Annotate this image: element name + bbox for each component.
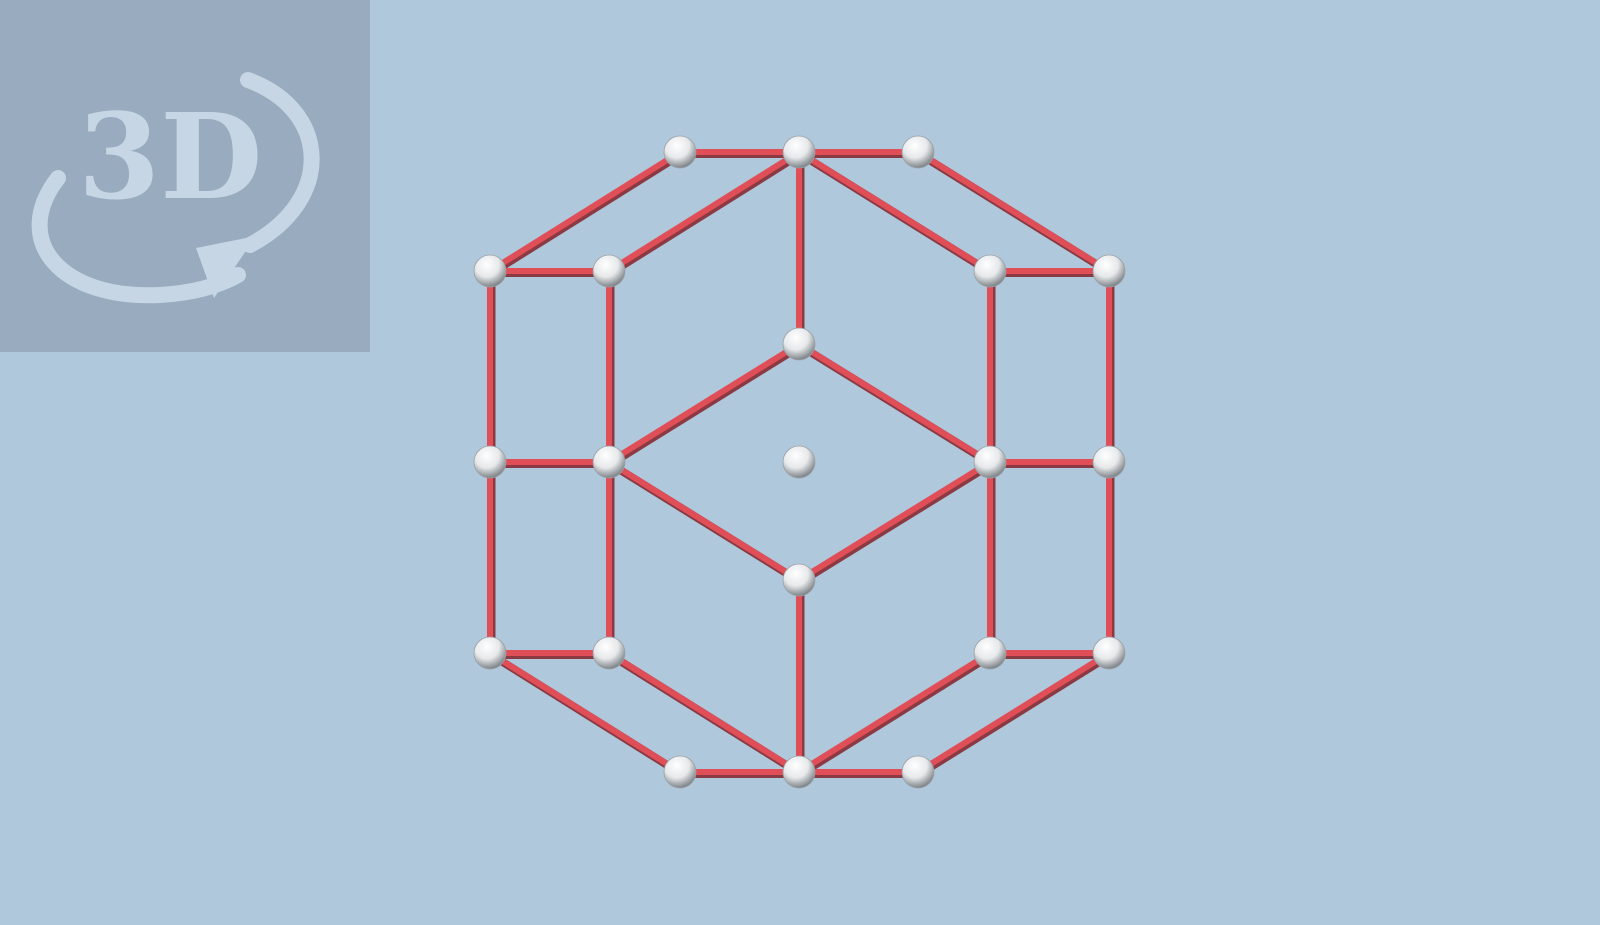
atom-u3 <box>973 254 1007 288</box>
atom-t1 <box>663 135 697 169</box>
bond-l3-b2 <box>796 650 993 775</box>
bond-c1-m4 <box>796 341 993 465</box>
atom-t3 <box>901 135 935 169</box>
atom-group <box>473 135 1126 789</box>
bond-group <box>487 149 1115 778</box>
atom-m3 <box>782 445 816 479</box>
atom-l1 <box>473 636 507 670</box>
bond-l1-b1 <box>487 650 683 775</box>
bond-l4-b3 <box>915 650 1112 775</box>
atom-u2 <box>592 254 626 288</box>
atom-l4 <box>1092 636 1126 670</box>
atom-u1 <box>473 254 507 288</box>
bond-t3-u4 <box>915 149 1112 274</box>
bond-c1-m2 <box>606 341 802 465</box>
bond-t2-u2 <box>606 149 802 274</box>
atom-u4 <box>1092 254 1126 288</box>
atom-t2 <box>782 135 816 169</box>
atom-b1 <box>663 755 697 789</box>
atom-c2 <box>782 563 816 597</box>
badge-label: 3D <box>78 87 262 226</box>
bond-l2-b2 <box>606 650 802 775</box>
rotate-3d-icon: 3D <box>31 72 320 304</box>
atom-l2 <box>592 636 626 670</box>
atom-m5 <box>1092 445 1126 479</box>
atom-m1 <box>473 445 507 479</box>
bond-m4-c2 <box>796 459 993 583</box>
3d-view-badge[interactable]: 3D <box>0 0 370 352</box>
bond-t2-u3 <box>796 149 993 274</box>
bond-t1-u1 <box>487 149 683 274</box>
atom-m4 <box>973 445 1007 479</box>
atom-l3 <box>973 636 1007 670</box>
atom-b3 <box>901 755 935 789</box>
bond-m2-c2 <box>606 459 802 583</box>
atom-c1 <box>782 327 816 361</box>
atom-m2 <box>592 445 626 479</box>
atom-b2 <box>782 755 816 789</box>
